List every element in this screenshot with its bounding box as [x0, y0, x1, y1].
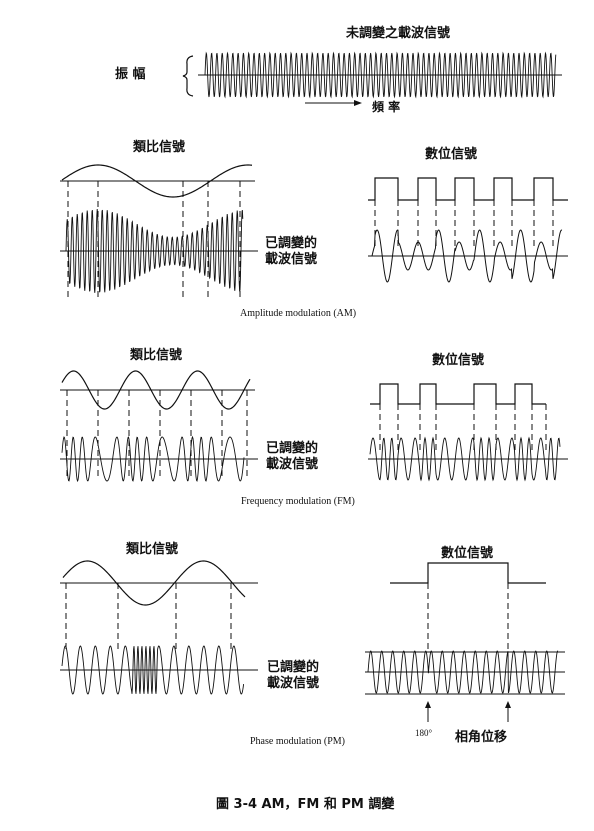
pm-modulated-carrier	[61, 645, 245, 695]
fm-analog-guides	[66, 390, 248, 480]
am-modulated-label-2: 載波信號	[265, 252, 318, 267]
pm-analog-signal	[62, 560, 246, 606]
frequency-arrow-head	[354, 100, 362, 106]
phase-shift-label: 相角位移	[455, 730, 508, 745]
am-modulated-label-1: 已調變的	[265, 236, 318, 251]
pm-digital-modulated-carrier	[367, 650, 559, 694]
phase-arrow-right-head	[505, 701, 511, 708]
pm-caption: Phase modulation (PM)	[250, 736, 345, 747]
am-digital-modulated-carrier	[371, 229, 563, 283]
figure-caption: 圖 3-4 AM，FM 和 PM 調變	[216, 797, 395, 812]
pm-analog-title: 類比信號	[126, 542, 179, 557]
am-analog-signal	[61, 164, 253, 198]
am-digital-signal	[368, 177, 568, 201]
fm-modulated-label-2: 載波信號	[266, 457, 319, 472]
pm-modulated-label-2: 載波信號	[267, 676, 320, 691]
pm-digital-title: 數位信號	[441, 546, 494, 561]
amplitude-label: 振 幅	[115, 67, 146, 82]
pm-analog-guides	[65, 583, 232, 650]
am-digital-guides	[374, 180, 554, 250]
amplitude-brace	[182, 55, 194, 97]
am-analog-title: 類比信號	[133, 140, 186, 155]
fm-digital-title: 數位信號	[432, 353, 485, 368]
pm-digital-signal	[390, 562, 546, 584]
fm-caption: Frequency modulation (FM)	[241, 496, 355, 507]
fm-digital-modulated-carrier	[369, 436, 561, 482]
fm-modulated-carrier	[61, 435, 245, 483]
pm-modulated-label-1: 已調變的	[267, 660, 320, 675]
phase-arrow-left-head	[425, 701, 431, 708]
am-caption: Amplitude modulation (AM)	[240, 308, 357, 319]
phase-degree-label: 180°	[415, 728, 433, 738]
fm-analog-signal	[61, 370, 251, 410]
unmodulated-carrier-wave	[204, 51, 557, 99]
am-digital-title: 數位信號	[425, 147, 478, 162]
carrier-title: 未調變之載波信號	[346, 26, 451, 41]
fm-digital-guides	[379, 404, 547, 452]
fm-analog-title: 類比信號	[130, 348, 183, 363]
frequency-label: 頻 率	[372, 100, 401, 114]
fm-digital-signal	[370, 383, 546, 405]
fm-modulated-label-1: 已調變的	[266, 441, 319, 456]
am-modulated-carrier	[65, 209, 244, 293]
